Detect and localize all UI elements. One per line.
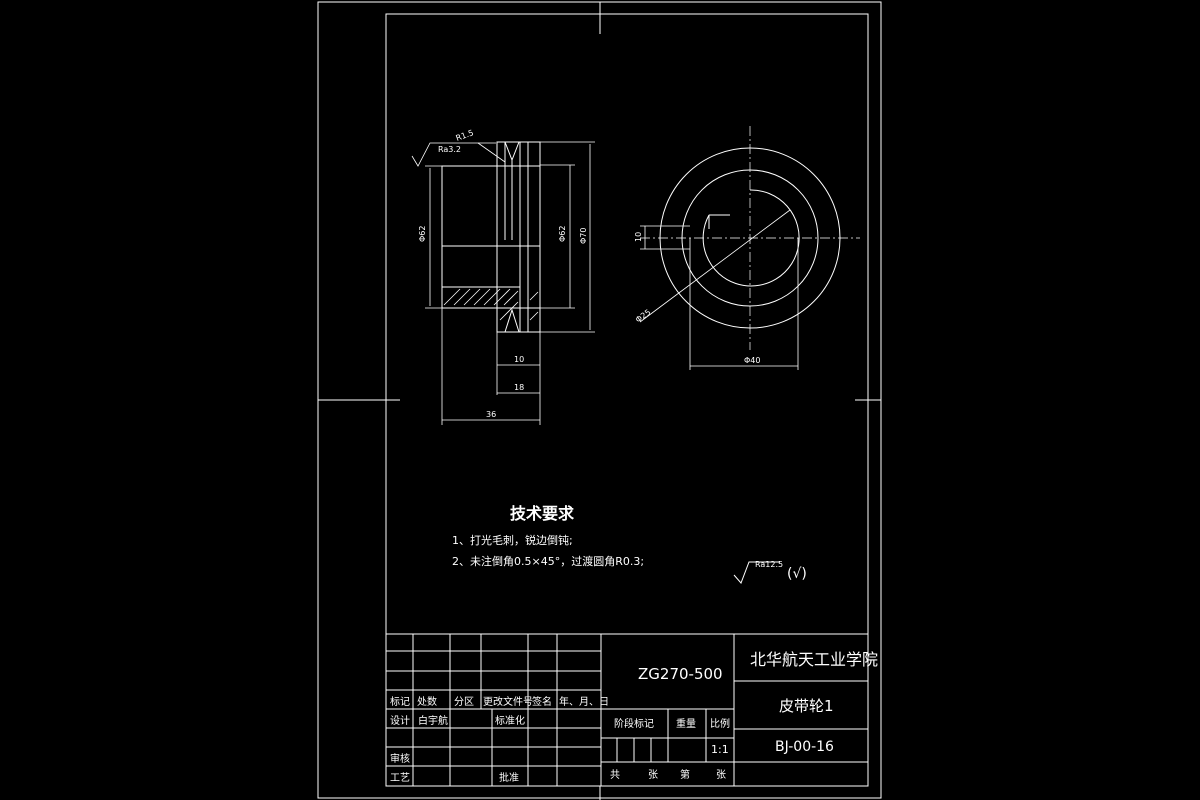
drawing-number: BJ-00-16 — [775, 739, 834, 755]
label-review: 审核 — [390, 752, 410, 765]
roughness-general-suffix: (√) — [787, 566, 807, 582]
roughness-symbol — [733, 561, 780, 584]
section-hatch — [443, 288, 539, 321]
tech-req-item-1: 1、打光毛刺，锐边倒钝; — [452, 533, 573, 547]
tech-req-title: 技术要求 — [510, 504, 575, 523]
inner-frame — [385, 13, 869, 787]
flange-outline — [496, 141, 541, 333]
designer-name: 白宇航 — [418, 714, 448, 727]
tech-req-item-2: 2、未注倒角0.5×45°，过渡圆角R0.3; — [452, 554, 644, 568]
dim-w-total: 36 — [486, 410, 496, 419]
label-weight: 重量 — [676, 717, 696, 730]
label-process: 工艺 — [390, 772, 410, 784]
label-sheet-no: 第 — [680, 768, 690, 781]
label-design: 设计 — [390, 714, 410, 727]
label-sheets-1: 张 — [648, 769, 658, 781]
label-change-doc: 更改文件号 — [483, 695, 533, 708]
roughness-general: Ra12.5 — [755, 560, 783, 569]
dim-w-groove: 10 — [514, 355, 524, 364]
label-approve: 批准 — [499, 771, 519, 784]
side-view: 10 Φ40 Φ25 — [634, 126, 860, 370]
material: ZG270-500 — [638, 665, 723, 683]
dim-w-hub: 18 — [514, 383, 524, 392]
dim-key-w: 10 — [634, 232, 643, 242]
dim-d-outer: Φ70 — [579, 228, 588, 244]
label-mark: 标记 — [390, 696, 410, 708]
dim-d-left: Φ62 — [418, 226, 427, 242]
scale-value: 1:1 — [711, 743, 729, 756]
label-sheets-2: 张 — [716, 769, 726, 781]
label-date: 年、月、日 — [559, 695, 609, 708]
label-sign: 签名 — [532, 695, 552, 708]
dim-d-side: Φ40 — [744, 356, 760, 365]
label-total: 共 — [610, 769, 620, 781]
school-name: 北华航天工业学院 — [750, 650, 878, 669]
label-scale: 比例 — [710, 717, 730, 730]
label-standard: 标准化 — [495, 714, 525, 727]
outer-frame — [317, 1, 882, 799]
label-count: 处数 — [417, 695, 437, 708]
label-stage-mark: 阶段标记 — [614, 717, 654, 730]
dim-d-mid: Φ62 — [558, 226, 567, 242]
title-block: ZG270-500 北华航天工业学院 皮带轮1 BJ-00-16 1:1 标记 … — [385, 633, 878, 787]
dim-r-side: Φ25 — [634, 308, 653, 325]
roughness-main-label: Ra3.2 — [438, 145, 461, 154]
label-zone: 分区 — [454, 696, 474, 708]
roughness-chamfer-label: R1.5 — [455, 128, 475, 143]
part-name: 皮带轮1 — [779, 697, 834, 715]
front-view: Ra3.2 R1.5 Φ62 Φ62 Φ70 10 18 36 — [411, 128, 595, 425]
